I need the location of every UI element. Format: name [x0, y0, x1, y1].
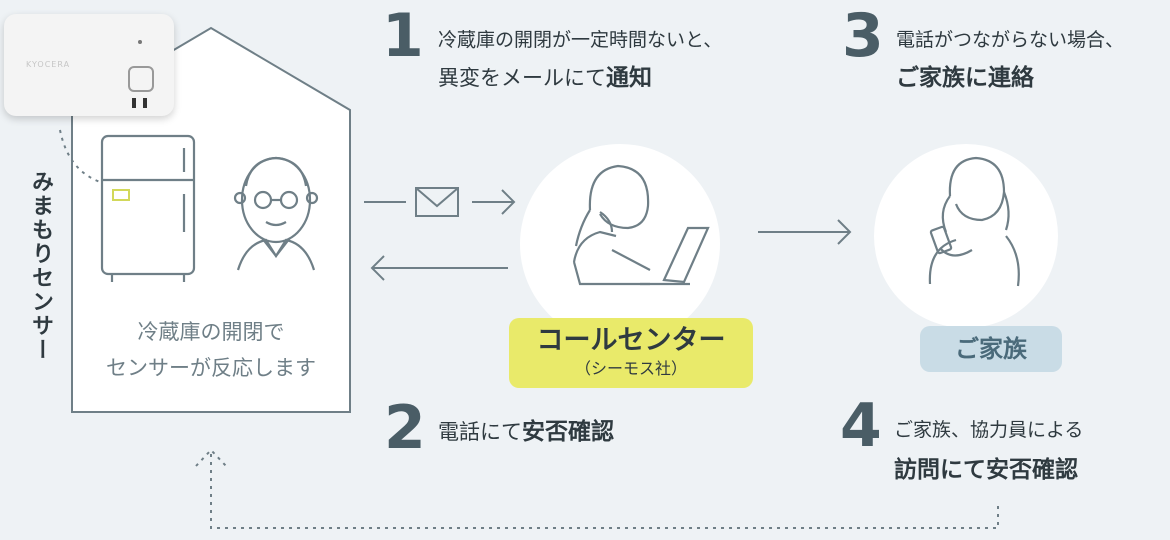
house-outline: [71, 26, 351, 413]
family-circle: [874, 144, 1058, 328]
device-port-left: [132, 98, 136, 108]
call-center-company: （シーモス社）: [574, 359, 687, 378]
call-center-name: コールセンター: [536, 325, 726, 356]
step1-number: 1: [382, 1, 424, 71]
call-center-badge: コールセンター （シーモス社）: [509, 318, 753, 388]
step3-line1: 電話がつながらない場合、: [896, 29, 1125, 51]
operator-icon: [572, 164, 710, 286]
device-led: [138, 40, 142, 44]
step1-line2-plain: 異変をメールにて: [438, 66, 606, 90]
elderly-man-icon: [233, 156, 319, 271]
step3-line2: ご家族に連絡: [896, 65, 1034, 91]
family-badge: ご家族: [920, 326, 1062, 372]
step1-line2: 異変をメールにて通知: [438, 64, 652, 92]
house-caption-line1: 冷蔵庫の開閉で: [137, 320, 285, 344]
device-brand-logo: KYOCERA: [26, 60, 71, 69]
device-button: [128, 66, 154, 92]
step2-text: 電話にて安否確認: [438, 418, 614, 446]
step2-bold: 安否確認: [522, 419, 614, 445]
step4-number: 4: [840, 391, 882, 461]
step4-line2: 訪問にて安否確認: [894, 457, 1078, 483]
step1-line1: 冷蔵庫の開閉が一定時間ないと、: [438, 29, 723, 51]
step3-number: 3: [842, 1, 884, 71]
sensor-device: KYOCERA: [4, 14, 174, 116]
house-caption-line2: センサーが反応します: [106, 356, 316, 380]
step4-line1: ご家族、協力員による: [894, 419, 1084, 441]
step1-line2-bold: 通知: [606, 65, 652, 91]
device-port-right: [143, 98, 147, 108]
call-arrow: [370, 255, 508, 281]
visit-dashed-arrow: [195, 448, 999, 529]
house-caption: 冷蔵庫の開閉で センサーが反応します: [71, 314, 351, 386]
mimamori-sensor-label: みまもりセンサー: [28, 170, 53, 362]
contact-family-arrow: [758, 219, 852, 245]
call-center-circle: [520, 144, 720, 344]
mail-arrow: [364, 187, 516, 217]
refrigerator-icon: [100, 134, 196, 282]
step2-number: 2: [384, 393, 426, 463]
family-person-icon: [928, 156, 1020, 287]
step2-plain: 電話にて: [438, 420, 522, 444]
